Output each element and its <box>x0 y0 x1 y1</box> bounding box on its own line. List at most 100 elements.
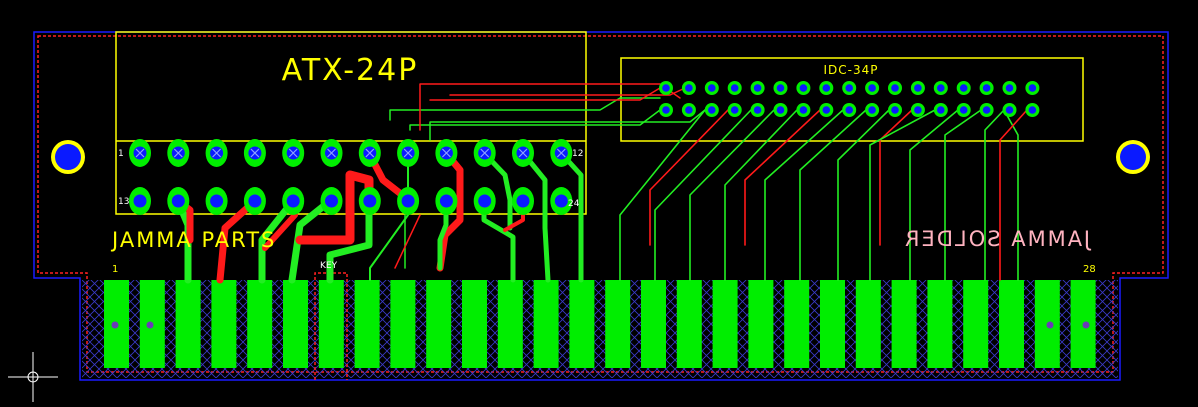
mounting-hole-right <box>1116 140 1150 174</box>
idc-pad-5 <box>750 81 765 95</box>
edge-finger-16 <box>641 280 666 368</box>
key-label: KEY <box>320 261 338 271</box>
atx-pin-13-label: 13 <box>118 197 129 207</box>
trace-6 <box>288 197 334 284</box>
idc-pad-14 <box>956 81 971 95</box>
traces <box>174 83 1028 284</box>
atx-pad-3 <box>205 139 228 167</box>
idc-pad-2 <box>681 81 696 95</box>
jamma-parts-label: JAMMA PARTS <box>110 228 276 252</box>
origin-crosshair <box>8 352 58 402</box>
atx-pad-22 <box>473 187 496 215</box>
atx-pad-10 <box>473 139 496 167</box>
trace-33 <box>799 109 867 281</box>
trace-32 <box>764 109 844 281</box>
edge-pin-28-label: 28 <box>1083 264 1096 275</box>
edge-finger-15 <box>605 280 631 368</box>
trace-12 <box>481 150 513 231</box>
idc-pad-15 <box>979 81 994 95</box>
atx-pad-9 <box>435 139 458 167</box>
trace-28 <box>654 109 752 281</box>
trace-34 <box>837 109 890 281</box>
trace-21 <box>419 83 681 131</box>
edge-finger-23 <box>891 280 917 368</box>
atx-pad-24 <box>550 187 573 215</box>
atx-pad-11 <box>512 139 534 167</box>
atx-pad-19 <box>358 187 381 215</box>
edge-finger-7 <box>318 280 344 368</box>
atx-label: ATX-24P <box>282 53 419 88</box>
idc-pad-25 <box>819 103 834 117</box>
trace-31 <box>744 109 821 246</box>
idc-pad-13 <box>933 81 948 95</box>
trace-3 <box>216 197 259 284</box>
trace-36 <box>869 109 936 281</box>
trace-37 <box>909 109 959 281</box>
atx-pad-2 <box>167 139 190 167</box>
idc-pad-20 <box>704 103 719 117</box>
trace-25 <box>394 214 421 269</box>
trace-14 <box>520 150 551 283</box>
edge-finger-21 <box>820 280 845 368</box>
atx-pad-5 <box>282 139 305 167</box>
trace-10 <box>436 149 464 272</box>
idc-pad-16 <box>1002 81 1017 95</box>
atx-pad-16 <box>243 187 266 215</box>
trace-17 <box>369 152 409 281</box>
edge-finger-20 <box>784 280 810 368</box>
trace-29 <box>689 109 775 281</box>
edge-finger-24 <box>927 280 953 368</box>
atx-pad-15 <box>205 187 228 215</box>
edge-via-2 <box>146 321 154 329</box>
idc-34p-pads <box>659 81 1040 117</box>
idc-pad-17 <box>1025 81 1040 95</box>
idc-pad-9 <box>842 81 857 95</box>
atx-pad-4 <box>243 139 266 167</box>
edge-fingers <box>104 280 1096 368</box>
trace-7 <box>295 170 374 245</box>
edge-finger-22 <box>855 280 881 368</box>
edge-finger-5 <box>247 280 273 368</box>
jamma-solder-label: JAMMA SOLDER <box>903 227 1092 251</box>
trace-20 <box>429 109 706 141</box>
trace-26 <box>619 109 706 281</box>
edge-finger-4 <box>211 280 237 368</box>
edge-finger-19 <box>748 280 774 368</box>
atx-pad-12 <box>550 139 573 167</box>
idc-pad-12 <box>910 81 925 95</box>
atx-pad-18 <box>320 187 343 215</box>
edge-finger-3 <box>175 280 201 368</box>
trace-23 <box>449 87 686 96</box>
edge-finger-10 <box>426 280 452 368</box>
jamma-solder-mirrored: JAMMA SOLDER <box>903 227 1092 251</box>
edge-via-3 <box>1046 321 1054 329</box>
idc-pad-30 <box>933 103 948 117</box>
idc-pad-8 <box>819 81 834 95</box>
edge-pin-1-label: 1 <box>112 264 118 275</box>
idc-pad-34 <box>1025 103 1040 117</box>
atx-pad-20 <box>397 187 420 215</box>
atx-pad-8 <box>397 139 420 167</box>
atx-pad-1 <box>129 139 151 167</box>
idc-pad-31 <box>956 103 971 117</box>
idc-pad-6 <box>773 81 788 95</box>
atx-pin-24-label: 24 <box>568 199 580 209</box>
edge-finger-12 <box>497 280 523 368</box>
edge-finger-17 <box>676 280 702 368</box>
trace-38 <box>944 109 982 281</box>
trace-19 <box>409 109 661 131</box>
atx-pad-13 <box>129 187 151 215</box>
idc-pad-18 <box>659 103 673 117</box>
idc-pad-32 <box>979 103 994 117</box>
idc-pad-3 <box>704 81 719 95</box>
trace-41 <box>999 109 1028 281</box>
trace-18 <box>389 97 661 121</box>
idc-pad-1 <box>659 81 673 95</box>
mounting-hole-left <box>51 140 85 174</box>
atx-pad-21 <box>435 187 458 215</box>
trace-4 <box>258 197 297 284</box>
edge-finger-14 <box>569 280 595 368</box>
edge-finger-8 <box>354 280 380 368</box>
idc-pad-11 <box>888 81 902 95</box>
